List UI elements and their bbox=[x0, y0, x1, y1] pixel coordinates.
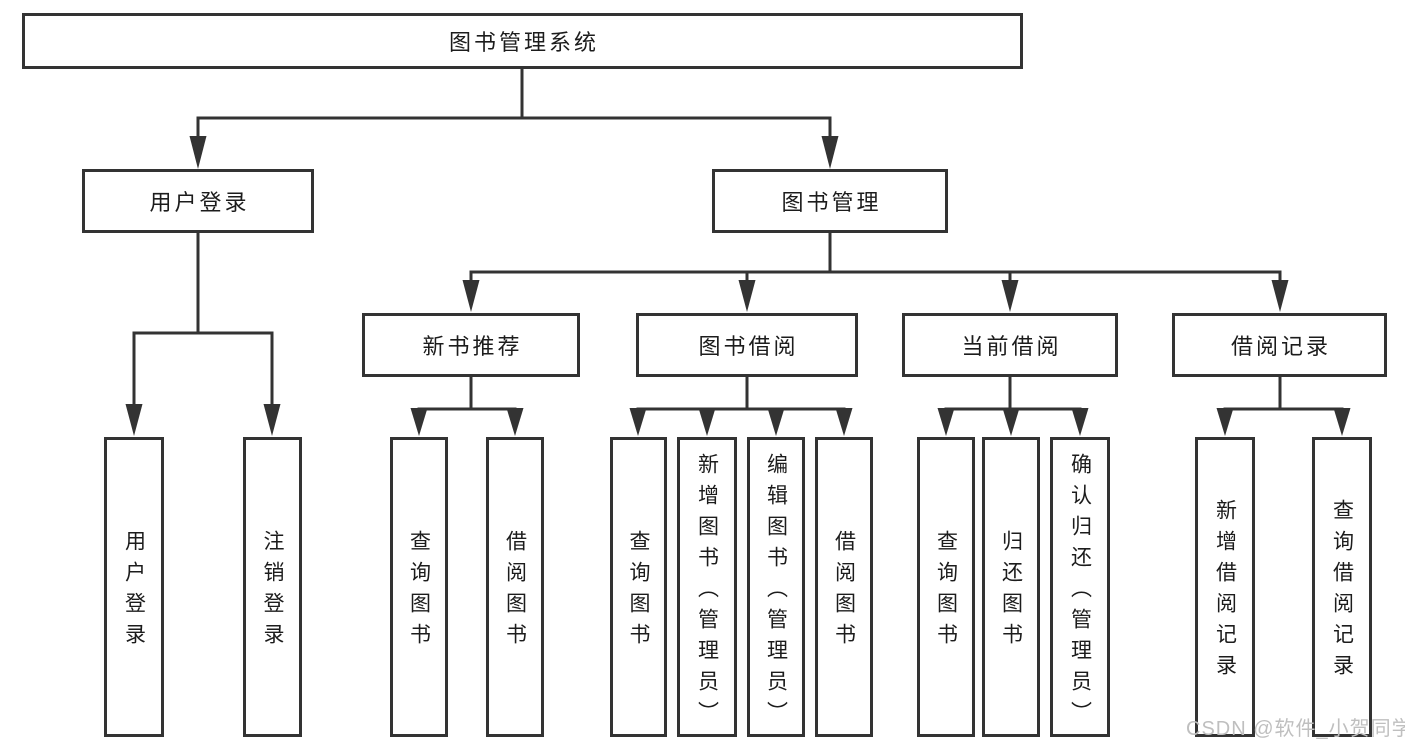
arrowhead-g4-leaf1 bbox=[1216, 408, 1234, 436]
leaf-add-book-admin-label: 新增图书（管理员） bbox=[695, 452, 719, 732]
arrowhead-login-leaf1 bbox=[125, 404, 143, 436]
arrowhead-g3-leaf1 bbox=[937, 408, 955, 436]
leaf-edit-book-admin: 编辑图书（管理员） bbox=[747, 437, 805, 737]
leaf-query-borrow-record: 查询借阅记录 bbox=[1312, 437, 1372, 737]
arrowhead-g1 bbox=[462, 280, 480, 312]
leaf-query-books-borrow-label: 查询图书 bbox=[627, 530, 650, 654]
arrowhead-g1-leaf2 bbox=[506, 408, 524, 436]
arrowhead-mgmt bbox=[821, 136, 839, 169]
arrowhead-g1-leaf1 bbox=[410, 408, 428, 436]
leaf-query-books-recommend-label: 查询图书 bbox=[407, 530, 431, 654]
arrowhead-g3-leaf3 bbox=[1071, 408, 1089, 436]
leaf-user-login: 用户登录 bbox=[104, 437, 164, 737]
arrowhead-g2-leaf3 bbox=[767, 408, 785, 436]
node-current-borrow-label: 当前借阅 bbox=[961, 334, 1062, 359]
leaf-add-book-admin: 新增图书（管理员） bbox=[677, 437, 737, 737]
node-user-login-label: 用户登录 bbox=[149, 190, 250, 215]
leaf-return-book: 归还图书 bbox=[982, 437, 1040, 737]
leaf-confirm-return-admin-label: 确认归还（管理员） bbox=[1068, 452, 1092, 732]
leaf-add-borrow-record-label: 新增借阅记录 bbox=[1213, 499, 1237, 685]
arrowhead-g2 bbox=[738, 280, 756, 312]
leaf-borrow-books-recommend-label: 借阅图书 bbox=[503, 530, 527, 654]
leaf-logout-label: 注销登录 bbox=[261, 530, 284, 654]
node-borrow-records-label: 借阅记录 bbox=[1230, 334, 1331, 359]
leaf-query-books-current: 查询图书 bbox=[917, 437, 975, 737]
arrowhead-g3 bbox=[1001, 280, 1019, 312]
arrowhead-g3-leaf2 bbox=[1002, 408, 1020, 436]
node-book-management: 图书管理 bbox=[712, 169, 948, 233]
arrowhead-g4 bbox=[1271, 280, 1289, 312]
node-book-borrow-label: 图书借阅 bbox=[698, 334, 799, 359]
leaf-query-books-recommend: 查询图书 bbox=[390, 437, 448, 737]
node-user-login: 用户登录 bbox=[82, 169, 314, 233]
leaf-borrow-books-recommend: 借阅图书 bbox=[486, 437, 544, 737]
arrowhead-g4-leaf2 bbox=[1333, 408, 1351, 436]
arrowhead-g2-leaf1 bbox=[629, 408, 647, 436]
node-new-book-recommend-label: 新书推荐 bbox=[422, 334, 523, 359]
node-book-borrow: 图书借阅 bbox=[636, 313, 858, 377]
leaf-edit-book-admin-label: 编辑图书（管理员） bbox=[764, 452, 788, 732]
leaf-borrow-books: 借阅图书 bbox=[815, 437, 873, 737]
leaf-add-borrow-record: 新增借阅记录 bbox=[1195, 437, 1255, 737]
arrowhead-login-leaf2 bbox=[263, 404, 281, 436]
node-root-label: 图书管理系统 bbox=[448, 30, 599, 55]
node-new-book-recommend: 新书推荐 bbox=[362, 313, 580, 377]
arrowhead-g2-leaf2 bbox=[698, 408, 716, 436]
csdn-watermark: CSDN @软件_小贺同学 bbox=[1186, 718, 1405, 740]
node-root: 图书管理系统 bbox=[22, 13, 1023, 69]
leaf-user-login-label: 用户登录 bbox=[122, 530, 146, 654]
leaf-logout: 注销登录 bbox=[243, 437, 302, 737]
leaf-return-book-label: 归还图书 bbox=[999, 530, 1023, 654]
arrowhead-g2-leaf4 bbox=[835, 408, 853, 436]
leaf-borrow-books-label: 借阅图书 bbox=[832, 530, 856, 654]
leaf-confirm-return-admin: 确认归还（管理员） bbox=[1050, 437, 1110, 737]
leaf-query-books-borrow: 查询图书 bbox=[610, 437, 667, 737]
leaf-query-borrow-record-label: 查询借阅记录 bbox=[1330, 499, 1354, 685]
node-book-management-label: 图书管理 bbox=[781, 190, 882, 215]
leaf-query-books-current-label: 查询图书 bbox=[934, 530, 958, 654]
node-current-borrow: 当前借阅 bbox=[902, 313, 1118, 377]
node-borrow-records: 借阅记录 bbox=[1172, 313, 1387, 377]
arrowhead-login bbox=[189, 136, 207, 169]
